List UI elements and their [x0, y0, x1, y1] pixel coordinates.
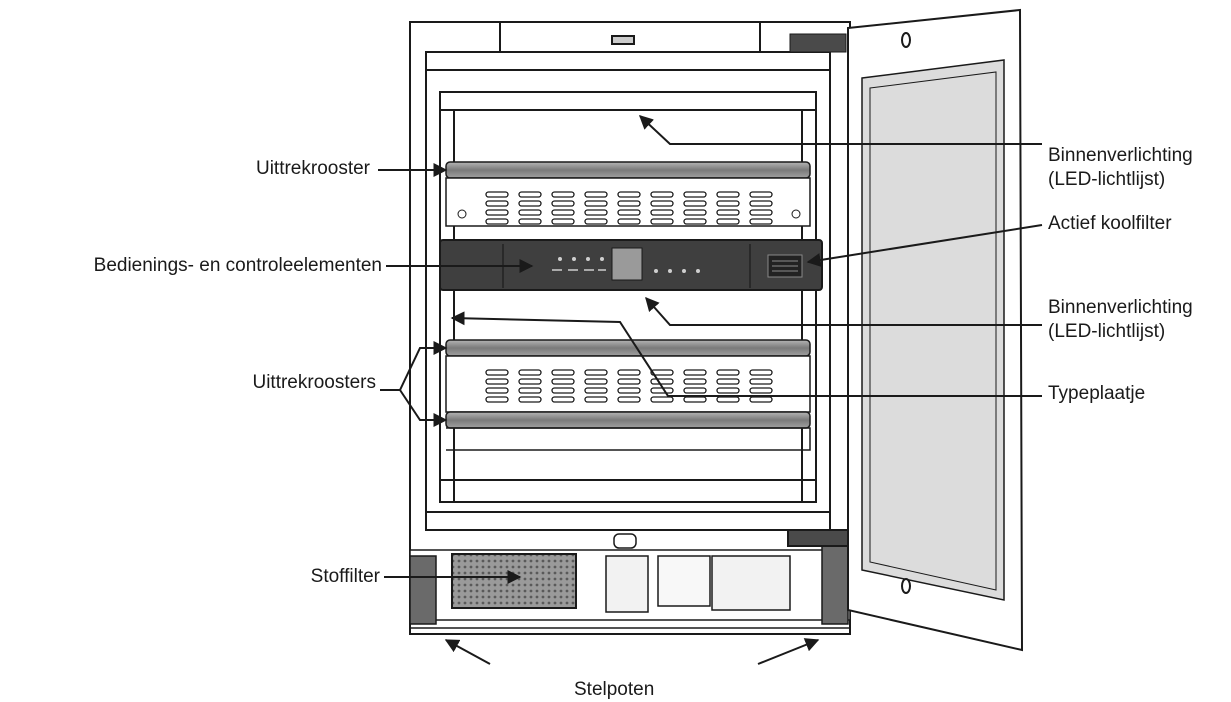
vent-slot [584, 209, 608, 216]
vent-slot [749, 378, 773, 385]
label-uittrekroosters: Uittrekroosters [252, 372, 376, 393]
label-binnenverlichting-mid-line1: Binnenverlichting [1048, 297, 1193, 318]
vent-slot [584, 387, 608, 394]
vent-slot [683, 200, 707, 207]
label-actief-koolfilter: Actief koolfilter [1048, 213, 1172, 234]
vent-slot [485, 200, 509, 207]
vent-slot [650, 200, 674, 207]
vent-slot [749, 209, 773, 216]
vent-slot [551, 396, 575, 403]
label-uittrekrooster: Uittrekrooster [255, 158, 370, 179]
vent-slot [584, 200, 608, 207]
label-stelpoten: Stelpoten [574, 679, 655, 700]
label-binnenverlichting-top-line2: (LED-lichtlijst) [1048, 169, 1166, 190]
vent-slot [518, 387, 542, 394]
vent-slot [716, 191, 740, 198]
label-binnenverlichting-top-line1: Binnenverlichting [1048, 145, 1193, 166]
top-hinge [789, 33, 847, 53]
vent-slot [617, 209, 641, 216]
vent-slot [518, 191, 542, 198]
vent-slot [485, 396, 509, 403]
vent-slot [617, 387, 641, 394]
vent-slot [683, 387, 707, 394]
label-binnenverlichting-mid: Binnenverlichting (LED-lichtlijst) [1048, 296, 1193, 344]
vent-slot [518, 369, 542, 376]
vent-slot [518, 378, 542, 385]
vent-slot [650, 396, 674, 403]
lower-shelf-1 [445, 339, 811, 413]
vent-slot [551, 369, 575, 376]
shelf-slots-bottom [485, 369, 773, 403]
vent-slot [485, 369, 509, 376]
vent-slot [716, 378, 740, 385]
door [787, 8, 1024, 652]
vent-slot [650, 209, 674, 216]
label-stoffilter: Stoffilter [310, 566, 380, 587]
vent-slot [518, 218, 542, 225]
vent-slot [650, 218, 674, 225]
vent-slot [716, 218, 740, 225]
vent-slot [485, 378, 509, 385]
lower-shelf-2 [445, 411, 811, 451]
vent-slot [485, 387, 509, 394]
vent-slot [485, 218, 509, 225]
vent-slot [650, 191, 674, 198]
vent-slot [683, 218, 707, 225]
vent-slot [650, 369, 674, 376]
vent-slot [617, 369, 641, 376]
vent-slot [716, 387, 740, 394]
vent-slot [716, 369, 740, 376]
top-shelf [445, 161, 811, 227]
vent-slot [749, 387, 773, 394]
vent-slot [683, 369, 707, 376]
vent-slot [749, 200, 773, 207]
cabinet [409, 21, 851, 635]
vent-slot [683, 209, 707, 216]
vent-slot [584, 396, 608, 403]
vent-slot [518, 396, 542, 403]
vent-slot [584, 369, 608, 376]
vent-slot [650, 378, 674, 385]
vent-slot [617, 191, 641, 198]
vent-slot [617, 396, 641, 403]
vent-slot [749, 218, 773, 225]
leader-lines [378, 115, 1043, 665]
vent-slot [584, 191, 608, 198]
vent-slot [551, 218, 575, 225]
vent-slot [617, 218, 641, 225]
control-panel [439, 239, 823, 291]
vent-slot [683, 191, 707, 198]
label-bedienings-en-controleelementen: Bedienings- en controleelementen [93, 255, 382, 276]
vent-slot [683, 378, 707, 385]
vent-slot [749, 191, 773, 198]
vent-slot [551, 209, 575, 216]
vent-slot [584, 218, 608, 225]
vent-slot [716, 209, 740, 216]
cabinet-base [409, 533, 851, 629]
vent-slot [617, 200, 641, 207]
vent-slot [485, 209, 509, 216]
vent-slot [617, 378, 641, 385]
label-binnenverlichting-top: Binnenverlichting (LED-lichtlijst) [1048, 144, 1193, 192]
shelf-slots-top [485, 191, 773, 225]
vent-slot [485, 191, 509, 198]
label-typeplaatje: Typeplaatje [1048, 383, 1146, 404]
vent-slot [551, 200, 575, 207]
vent-slot [551, 191, 575, 198]
vent-slot [716, 200, 740, 207]
vent-slot [584, 378, 608, 385]
vent-slot [551, 387, 575, 394]
vent-slot [749, 369, 773, 376]
vent-slot [518, 200, 542, 207]
label-binnenverlichting-mid-line2: (LED-lichtlijst) [1048, 321, 1166, 342]
vent-slot [551, 378, 575, 385]
vent-slot [518, 209, 542, 216]
